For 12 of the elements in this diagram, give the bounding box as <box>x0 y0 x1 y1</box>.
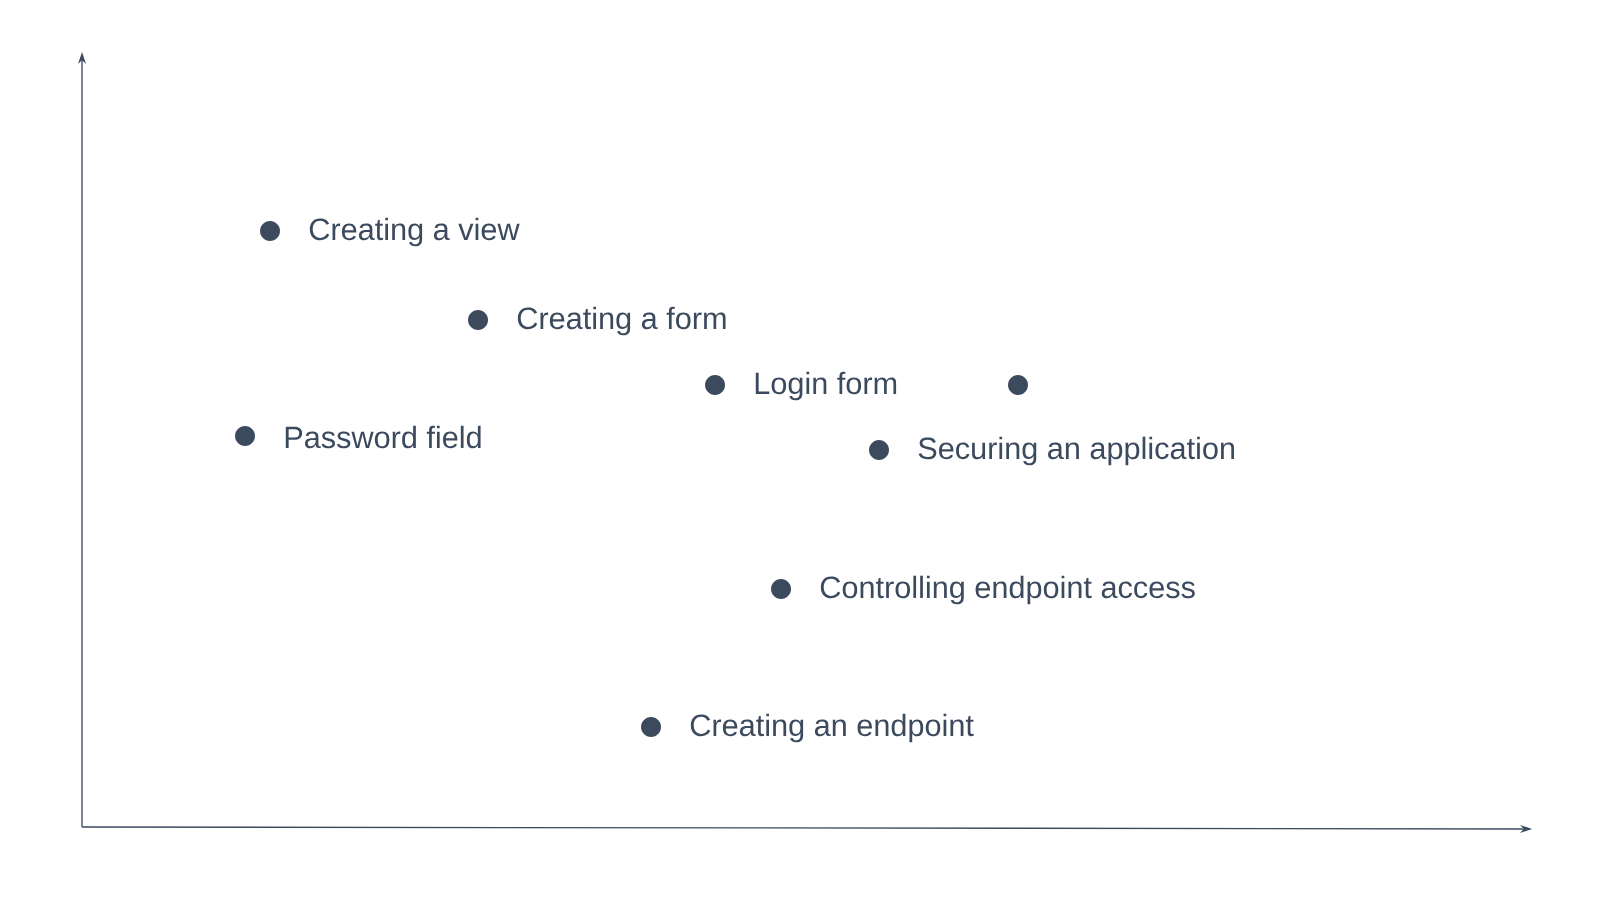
data-point: Password field <box>235 425 481 449</box>
data-point: Creating a form <box>468 306 726 336</box>
node-label: Creating a view <box>309 217 520 247</box>
data-point: Securing an application <box>869 436 1234 466</box>
node-label: Creating a form <box>517 306 726 336</box>
data-point: Creating a view <box>260 217 520 247</box>
node-label: Login form <box>755 371 897 401</box>
data-point <box>1008 375 1028 395</box>
node-label: Password field <box>285 425 481 449</box>
data-point: Creating an endpoint <box>641 713 974 743</box>
data-point: Controlling endpoint access <box>771 575 1195 605</box>
data-point: Login form <box>705 371 897 401</box>
